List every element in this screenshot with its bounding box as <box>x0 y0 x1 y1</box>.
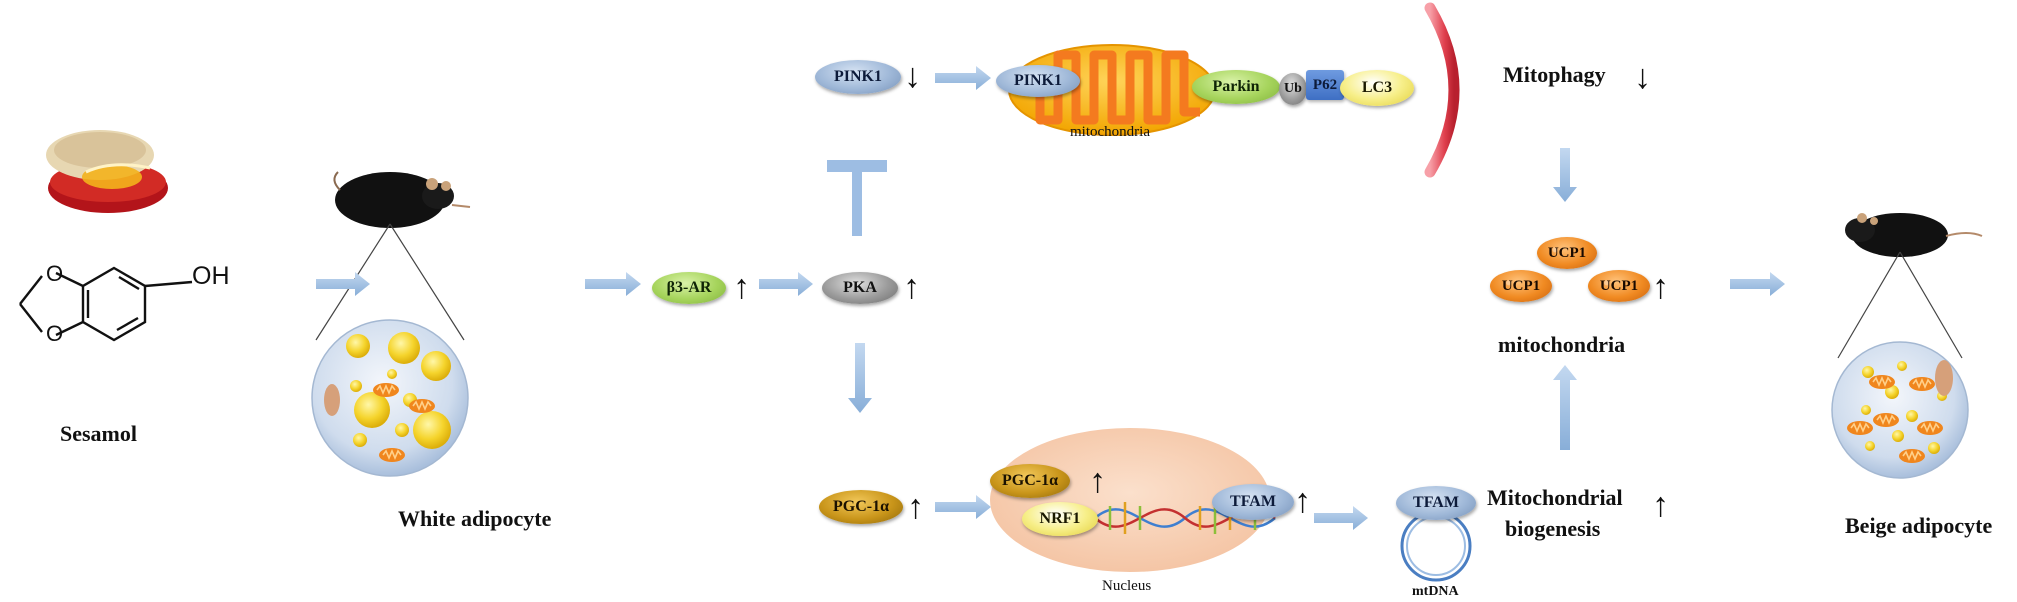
white-adipocyte-bubble <box>311 319 469 477</box>
mitochondrial-biogenesis-label-line2: biogenesis <box>1505 516 1601 541</box>
sesamol-label: Sesamol <box>60 421 137 446</box>
sesamol-structure <box>19 266 193 342</box>
oxygen-atom-top: O <box>46 261 63 286</box>
mitochondria-label: mitochondria <box>1498 332 1626 357</box>
tfam-nucleus-node: TFAM <box>1212 484 1294 520</box>
zoom-line-right-a <box>1837 251 1901 359</box>
sesame-oil-image <box>46 130 168 213</box>
p62-node: P62 <box>1306 70 1344 100</box>
mouse-image-left <box>333 171 471 228</box>
tfam-mtdna-node: TFAM <box>1396 486 1476 520</box>
flow-arrows <box>316 66 1785 530</box>
mtdna-ring-inner <box>1406 516 1466 576</box>
pka-up-arrow: ↑ <box>903 269 920 306</box>
pink1-down-arrow: ↓ <box>904 58 921 95</box>
autophagosome-membrane <box>1424 2 1460 178</box>
inhibition-bar <box>827 160 887 236</box>
zoom-line-left-b <box>389 223 465 341</box>
pgc1a-nucleus-node: PGC-1α <box>990 464 1070 498</box>
white-adipocyte-label: White adipocyte <box>398 506 552 531</box>
beige-adipocyte-bubble <box>1831 341 1969 479</box>
pgc1a-node: PGC-1α <box>819 490 903 524</box>
pgc1a-nucleus-up-arrow: ↑ <box>1089 463 1106 500</box>
ucp1-left-node: UCP1 <box>1490 270 1552 302</box>
ucp1-top-node: UCP1 <box>1537 237 1597 269</box>
pgc1a-up-arrow: ↑ <box>907 489 924 526</box>
mitochondria-small-label: mitochondria <box>1070 124 1150 140</box>
beige-adipocyte-label: Beige adipocyte <box>1845 513 1993 538</box>
ucp1-right-node: UCP1 <box>1588 270 1650 302</box>
pink1-node: PINK1 <box>815 60 901 94</box>
beta3-ar-node: β3-AR <box>652 272 726 304</box>
biogenesis-up-arrow: ↑ <box>1652 487 1669 524</box>
ucp1-up-arrow: ↑ <box>1652 269 1669 306</box>
pink1-mito-node: PINK1 <box>996 65 1080 97</box>
ub-node: Ub <box>1279 73 1307 105</box>
beta3-ar-up-arrow: ↑ <box>733 269 750 306</box>
mouse-image-right <box>1845 213 1983 257</box>
mtdna-label: mtDNA <box>1412 584 1459 599</box>
mitophagy-down-arrow: ↓ <box>1634 59 1651 96</box>
mitophagy-label: Mitophagy <box>1503 62 1606 87</box>
tfam-up-arrow: ↑ <box>1294 483 1311 520</box>
oxygen-atom-bottom: O <box>46 321 63 346</box>
lc3-node: LC3 <box>1340 70 1414 106</box>
nucleus-shape <box>990 428 1270 572</box>
nucleus-label: Nucleus <box>1102 578 1152 594</box>
oh-group-label: OH <box>192 262 230 290</box>
mtdna-ring <box>1400 510 1472 582</box>
zoom-line-right-b <box>1899 251 1963 359</box>
pka-node: PKA <box>822 272 898 304</box>
nrf1-node: NRF1 <box>1022 502 1098 536</box>
parkin-node: Parkin <box>1192 70 1280 104</box>
mitochondrial-biogenesis-label-line1: Mitochondrial <box>1487 485 1623 510</box>
